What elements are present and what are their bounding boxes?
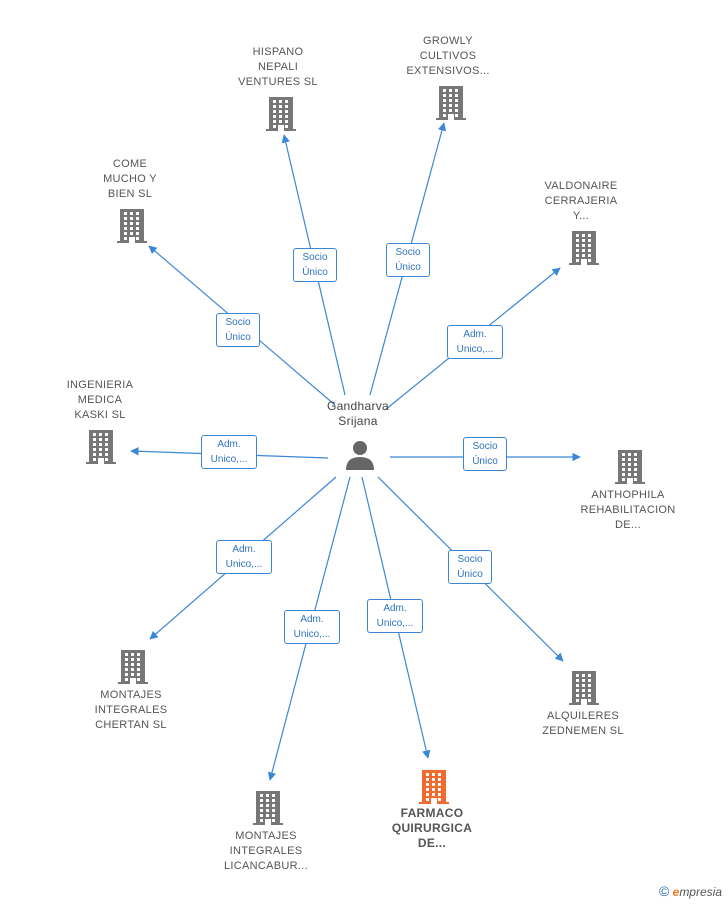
node-growly-label[interactable]: GROWLY CULTIVOS EXTENSIVOS... — [406, 35, 490, 77]
relation-licancabur[interactable]: Adm. Unico,... — [284, 610, 340, 644]
node-farmaco-label[interactable]: FARMACO QUIRURGICA DE... — [391, 806, 473, 850]
brand-logo-text: mpresia — [679, 885, 722, 899]
relation-alquileres[interactable]: Socio Único — [448, 550, 492, 584]
node-valdonaire-label[interactable]: VALDONAIRE CERRAJERIA Y... — [544, 180, 618, 222]
building-icon[interactable] — [118, 650, 148, 684]
relation-chertan[interactable]: Adm. Unico,... — [216, 540, 272, 574]
center-person-name[interactable]: Gandharva Srijana — [326, 399, 390, 428]
building-icon[interactable] — [419, 770, 449, 804]
person-icon[interactable] — [344, 440, 376, 470]
relation-farmaco[interactable]: Adm. Unico,... — [367, 599, 423, 633]
brand-footer: © empresia — [659, 883, 722, 899]
relation-valdonaire[interactable]: Adm. Unico,... — [447, 325, 503, 359]
building-icon[interactable] — [569, 671, 599, 705]
building-icon[interactable] — [615, 450, 645, 484]
node-hispano-label[interactable]: HISPANO NEPALI VENTURES SL — [238, 46, 318, 88]
building-icon[interactable] — [436, 86, 466, 120]
relation-ingenieria[interactable]: Adm. Unico,... — [201, 435, 257, 469]
node-ingenieria-label[interactable]: INGENIERIA MEDICA KASKI SL — [66, 379, 134, 421]
node-alquileres-label[interactable]: ALQUILERES ZEDNEMEN SL — [542, 710, 624, 737]
copyright-symbol: © — [658, 883, 670, 899]
relation-growly[interactable]: Socio Único — [386, 243, 430, 277]
building-icon[interactable] — [86, 430, 116, 464]
building-icon[interactable] — [117, 209, 147, 243]
brand-logo-initial: e — [672, 885, 680, 899]
relation-hispano[interactable]: Socio Único — [293, 248, 337, 282]
relation-anthophila[interactable]: Socio Único — [463, 437, 507, 471]
building-icon[interactable] — [266, 97, 296, 131]
node-comemucho-label[interactable]: COME MUCHO Y BIEN SL — [103, 158, 157, 200]
node-licancabur-label[interactable]: MONTAJES INTEGRALES LICANCABUR... — [224, 830, 308, 872]
node-anthophila-label[interactable]: ANTHOPHILA REHABILITACION DE... — [580, 489, 676, 531]
relation-comemucho[interactable]: Socio Único — [216, 313, 260, 347]
building-icon[interactable] — [253, 791, 283, 825]
node-chertan-label[interactable]: MONTAJES INTEGRALES CHERTAN SL — [94, 689, 168, 731]
building-icon[interactable] — [569, 231, 599, 265]
